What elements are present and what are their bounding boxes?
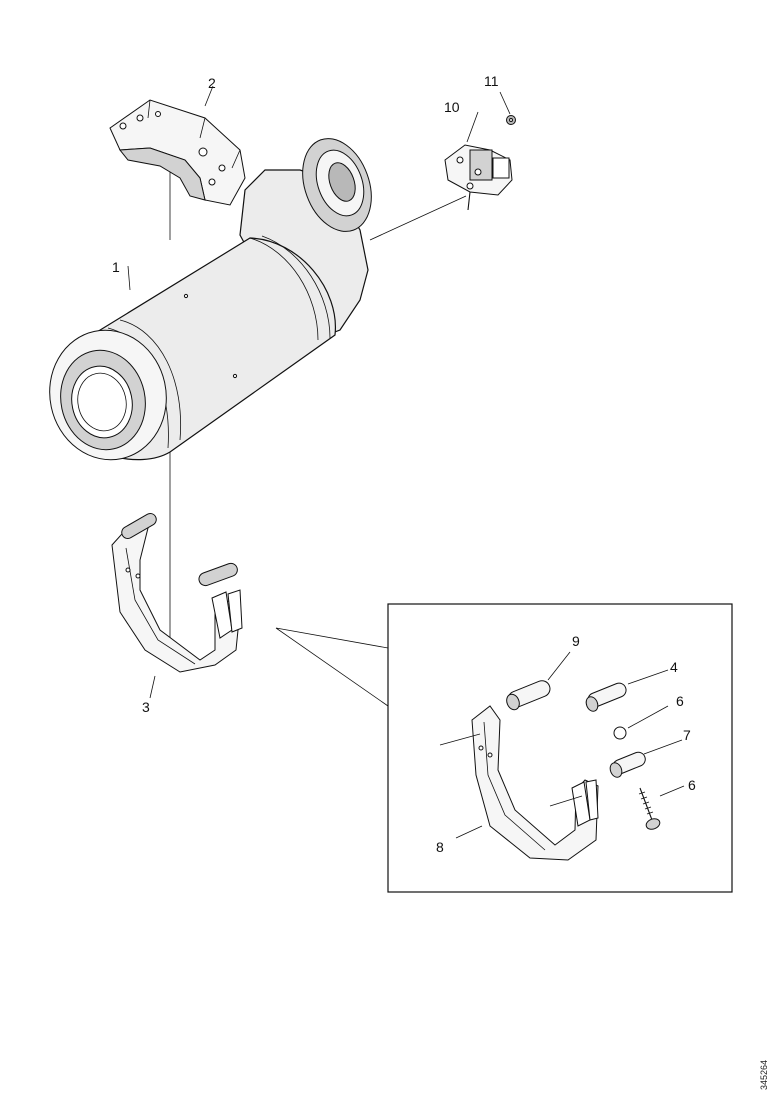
callout-6: 6 xyxy=(676,693,684,709)
sensor-leader-line xyxy=(369,195,467,241)
nut-sleeve xyxy=(609,751,646,778)
clamp-band-assembly xyxy=(111,513,243,673)
bolt xyxy=(638,787,661,830)
detail-inset xyxy=(275,603,733,893)
callout-1: 1 xyxy=(112,259,120,275)
mounting-bracket xyxy=(109,99,246,206)
callout-3: 3 xyxy=(142,699,150,715)
callout-2: 2 xyxy=(208,75,216,91)
reference-code: 345264 xyxy=(759,1060,769,1090)
pin xyxy=(506,680,551,711)
sleeve xyxy=(585,682,627,712)
callout-4: 4 xyxy=(670,659,678,675)
callout-10: 10 xyxy=(444,99,460,115)
callout-8-band: 8 xyxy=(436,839,444,855)
washer xyxy=(613,726,627,740)
silencer-body xyxy=(49,138,372,461)
callout-9: 9 xyxy=(572,633,580,649)
sensor-assembly xyxy=(444,115,516,211)
callout-6-bolt: 6 xyxy=(688,777,696,793)
callout-7: 7 xyxy=(683,727,691,743)
callout-11: 11 xyxy=(484,73,499,89)
